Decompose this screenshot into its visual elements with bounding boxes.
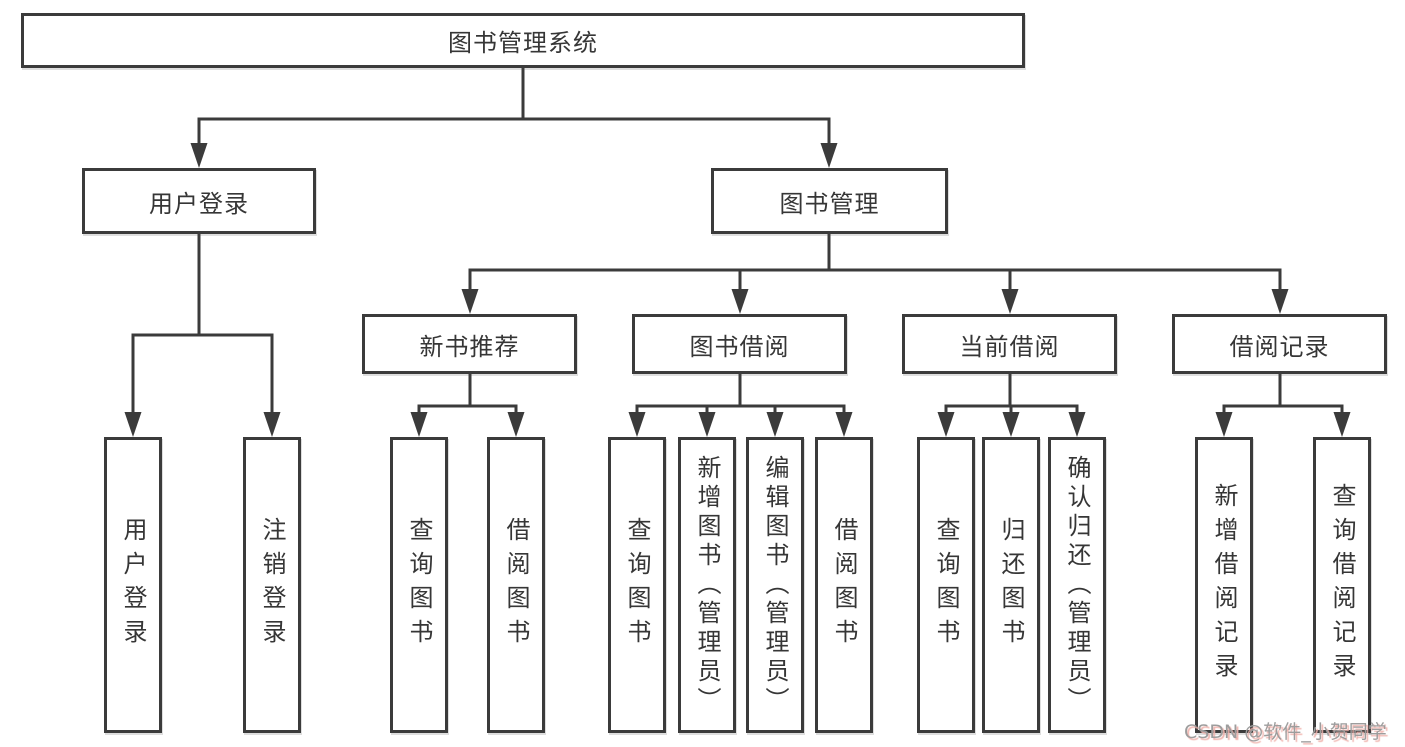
- leaf-return-books: 归还图书: [982, 437, 1040, 733]
- leaf-label: 查询借阅记录: [1328, 483, 1356, 687]
- node-label: 当前借阅: [959, 332, 1060, 361]
- node-user-login: 用户登录: [82, 168, 316, 234]
- leaf-query-books-recommend: 查询图书: [390, 437, 448, 733]
- leaf-label: 新增图书（管理员）: [693, 454, 721, 716]
- leaf-borrow-books-borrowing: 借阅图书: [815, 437, 873, 733]
- leaf-query-books-borrowing: 查询图书: [608, 437, 666, 733]
- leaf-label: 查询图书: [405, 517, 433, 653]
- node-label: 借阅记录: [1229, 332, 1330, 361]
- leaf-query-books-current: 查询图书: [917, 437, 975, 733]
- leaf-label: 归还图书: [997, 517, 1025, 653]
- leaf-confirm-return-admin: 确认归还（管理员）: [1048, 437, 1106, 733]
- leaf-label: 查询图书: [623, 517, 651, 653]
- node-book-management: 图书管理: [711, 168, 948, 234]
- leaf-borrow-books-recommend: 借阅图书: [487, 437, 545, 733]
- node-label: 新书推荐: [419, 332, 520, 361]
- leaf-label: 确认归还（管理员）: [1063, 454, 1091, 716]
- leaf-logout: 注销登录: [243, 437, 301, 733]
- leaf-add-borrow-record: 新增借阅记录: [1195, 437, 1253, 733]
- leaf-label: 借阅图书: [502, 517, 530, 653]
- node-new-book-recommendation: 新书推荐: [362, 314, 577, 374]
- leaf-label: 编辑图书（管理员）: [761, 454, 789, 716]
- connector-elbow-lines: [131, 68, 1344, 415]
- csdn-watermark: CSDN @软件_小贺同学: [1184, 721, 1387, 743]
- leaf-label: 借阅图书: [830, 517, 858, 653]
- node-library-management-system: 图书管理系统: [21, 13, 1025, 68]
- leaf-label: 查询图书: [932, 517, 960, 653]
- node-book-borrowing: 图书借阅: [632, 314, 847, 374]
- leaf-label: 注销登录: [258, 517, 286, 653]
- leaf-edit-books-admin: 编辑图书（管理员）: [746, 437, 804, 733]
- node-label: 用户登录: [149, 189, 249, 218]
- leaf-add-books-admin: 新增图书（管理员）: [678, 437, 736, 733]
- node-borrowing-records: 借阅记录: [1172, 314, 1387, 374]
- leaf-label: 用户登录: [119, 517, 147, 653]
- leaf-query-borrow-record: 查询借阅记录: [1313, 437, 1371, 733]
- node-current-borrowing: 当前借阅: [902, 314, 1117, 374]
- connector-arrowheads: [124, 143, 1351, 437]
- node-label: 图书管理系统: [448, 29, 598, 57]
- node-label: 图书管理: [779, 189, 880, 218]
- leaf-user-login: 用户登录: [104, 437, 162, 733]
- node-label: 图书借阅: [689, 332, 790, 361]
- leaf-label: 新增借阅记录: [1210, 483, 1238, 687]
